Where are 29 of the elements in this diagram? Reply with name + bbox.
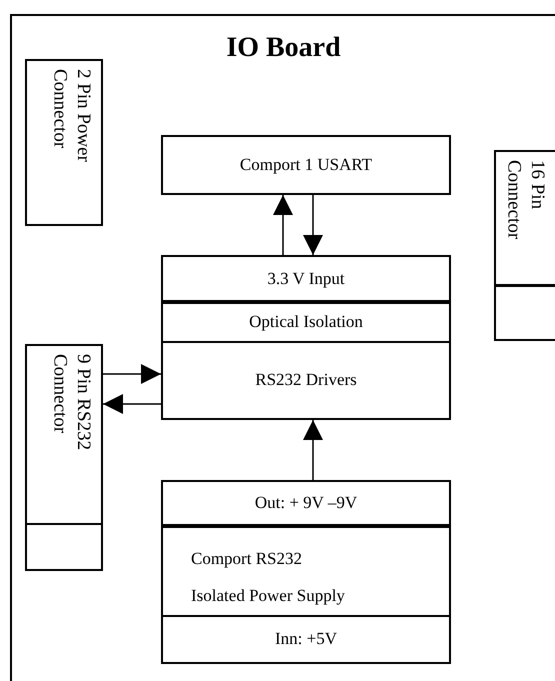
block-label: Inn: +5V <box>275 628 337 650</box>
block-label: Comport 1 USART <box>240 154 372 176</box>
block-box <box>161 615 451 664</box>
arrow <box>273 195 293 255</box>
block-box <box>161 255 451 303</box>
arrow <box>103 364 161 384</box>
connector-box <box>25 59 103 226</box>
connector-label: 9 Pin RS232 Connector <box>48 354 95 452</box>
block-label: Out: + 9V –9V <box>254 492 358 514</box>
block-label: Comport RS232 Isolated Power Supply <box>191 548 346 607</box>
board-frame <box>10 14 555 681</box>
block-box <box>161 300 451 343</box>
arrow <box>103 394 161 414</box>
arrow <box>303 420 323 480</box>
connector-label: 16 Pin Connector <box>502 160 549 242</box>
block-box <box>161 135 451 195</box>
block-box <box>161 524 451 617</box>
block-label: Optical Isolation <box>249 311 363 334</box>
block-label: 3.3 V Input <box>267 268 345 290</box>
block-label: RS232 Drivers <box>255 369 357 392</box>
connector-box <box>494 150 555 286</box>
empty-box <box>494 285 555 341</box>
connector-label: 2 Pin Power Connector <box>48 69 95 164</box>
empty-box <box>25 523 103 571</box>
arrow <box>303 195 323 255</box>
block-box <box>161 480 451 526</box>
board-title: IO Board <box>225 32 342 64</box>
connector-box <box>25 344 103 525</box>
block-box <box>161 341 451 420</box>
